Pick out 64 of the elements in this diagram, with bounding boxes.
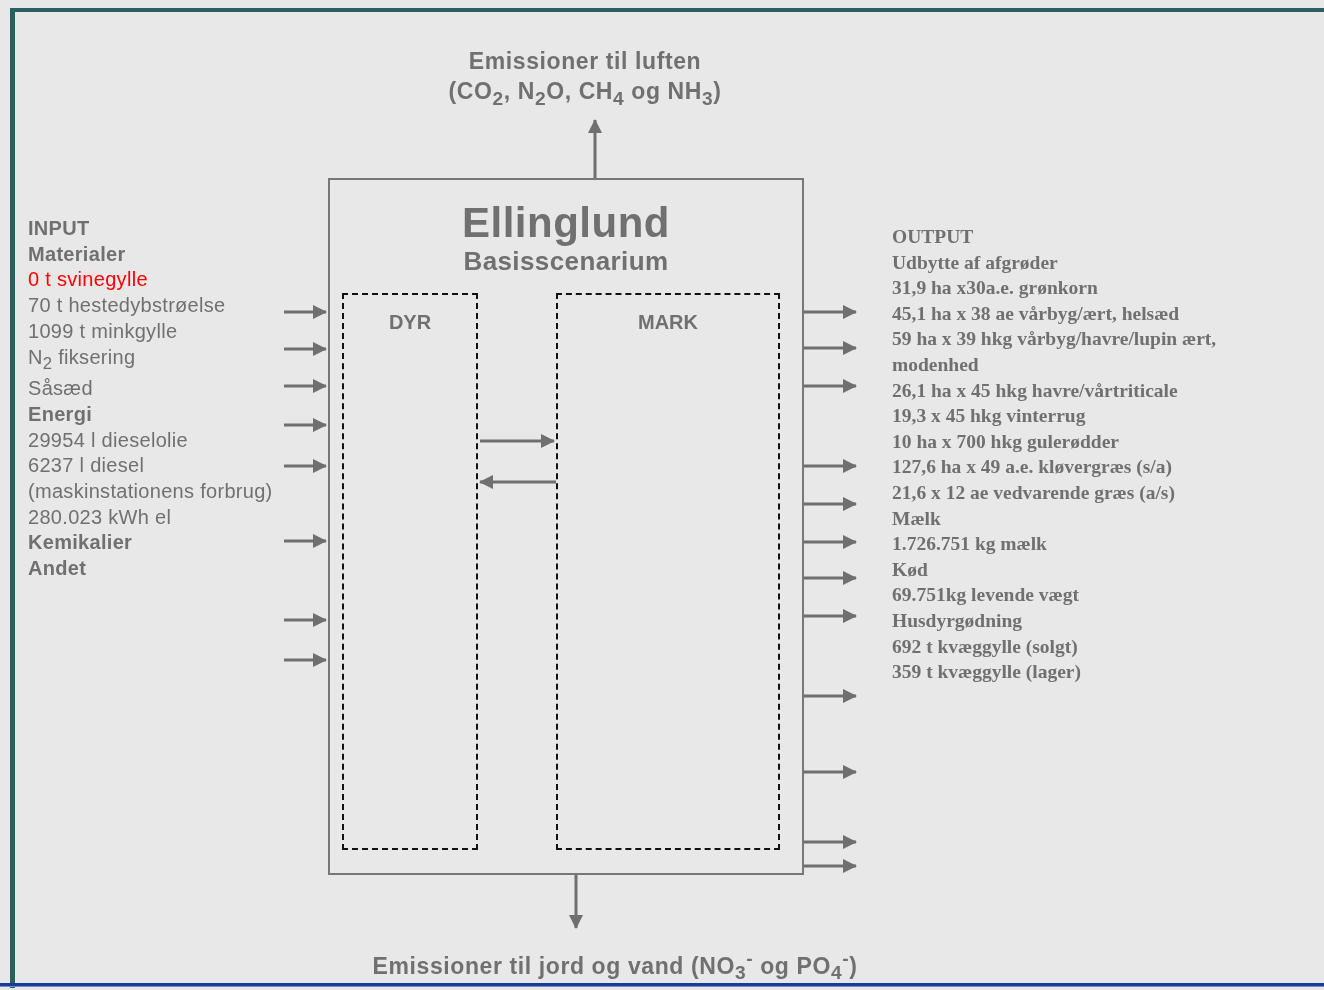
- arrow: [804, 535, 857, 549]
- arrow: [588, 119, 602, 178]
- arrow: [804, 765, 857, 779]
- arrow: [569, 875, 583, 929]
- list-item: 280.023 kWh el: [28, 504, 173, 530]
- list-heading: Mælk: [892, 506, 942, 531]
- list-heading: Kemikalier: [28, 530, 134, 556]
- list-item: 45,1 ha x 38 ae vårbyg/ært, helsæd: [892, 301, 1181, 326]
- dashed-subsystem-box: [556, 293, 780, 850]
- list-heading: Udbytte af afgrøder: [892, 250, 1059, 275]
- arrow: [284, 459, 327, 473]
- box-label: MARK: [637, 311, 699, 334]
- list-item: 0 t svinegylle: [28, 267, 149, 293]
- list-item: 6237 l diesel (maskinstationens forbrug): [28, 453, 274, 505]
- box-title: Ellinglund: [461, 200, 671, 246]
- emission-text: Emissioner til jord og vand (NO$_{3}$$^{-}$ og PO$_{4}$$^{-}$): [371, 947, 859, 986]
- arrow: [804, 379, 857, 393]
- list-item: 127,6 ha x 49 a.e. kløvergræs (s/a): [892, 455, 1174, 480]
- box-label: DYR: [387, 311, 433, 334]
- list-heading: OUTPUT: [892, 225, 975, 249]
- list-item: 1.726.751 kg mælk: [892, 532, 1048, 557]
- emission-gases-text: (CO$_{2}$, N$_{2}$O, CH$_{4}$ og NH$_{3}$): [447, 77, 723, 111]
- list-item: 359 t kvæggylle (lager): [892, 660, 1082, 685]
- list-item: 70 t hestedybstrøelse: [28, 293, 227, 319]
- arrow: [284, 342, 327, 356]
- list-heading: Husdyrgødning: [892, 608, 1024, 633]
- list-item: 19,3 x 45 hkg vinterrug: [892, 404, 1087, 429]
- list-item: 59 ha x 39 hkg vårbyg/havre/lupin ært, modenhed: [892, 327, 1218, 377]
- arrow: [479, 475, 556, 489]
- list-item: N$_{2}$ fiksering: [28, 344, 137, 375]
- list-item: 26,1 ha x 45 hkg havre/vårtriticale: [892, 378, 1179, 403]
- list-heading: Andet: [28, 556, 88, 582]
- arrow: [284, 534, 327, 548]
- list-item: 31,9 ha x30a.e. grønkorn: [892, 276, 1099, 301]
- emission-heading: Emissioner til luften: [467, 47, 703, 76]
- arrow: [804, 497, 857, 511]
- box-subtitle: Basisscenarium: [462, 246, 670, 276]
- list-heading: Materialer: [28, 241, 127, 267]
- list-item: 10 ha x 700 hkg gulerødder: [892, 429, 1120, 454]
- dashed-subsystem-box: [342, 293, 478, 850]
- arrow: [284, 305, 327, 319]
- system-boundary-box: [328, 178, 804, 875]
- arrow: [284, 418, 327, 432]
- list-item: 21,6 x 12 ae vedvarende græs (a/s): [892, 480, 1176, 505]
- list-item: 692 t kvæggylle (solgt): [892, 634, 1079, 659]
- arrow: [284, 653, 327, 667]
- list-item: Såsæd: [28, 376, 94, 402]
- list-heading: Energi: [28, 401, 94, 427]
- arrow: [804, 571, 857, 585]
- list-heading: INPUT: [28, 216, 91, 241]
- arrow: [480, 434, 555, 448]
- arrow: [804, 459, 857, 473]
- arrow: [804, 609, 857, 623]
- arrow: [804, 305, 857, 319]
- list-item: 29954 l dieselolie: [28, 427, 189, 453]
- list-item: 1099 t minkgylle: [28, 318, 179, 344]
- arrow: [804, 689, 857, 703]
- arrow: [284, 613, 327, 627]
- list-item: 69.751kg levende vægt: [892, 583, 1080, 608]
- list-heading: Kød: [892, 557, 929, 582]
- arrow: [804, 835, 857, 849]
- arrow: [804, 859, 857, 873]
- arrow: [804, 341, 857, 355]
- arrow: [284, 379, 327, 393]
